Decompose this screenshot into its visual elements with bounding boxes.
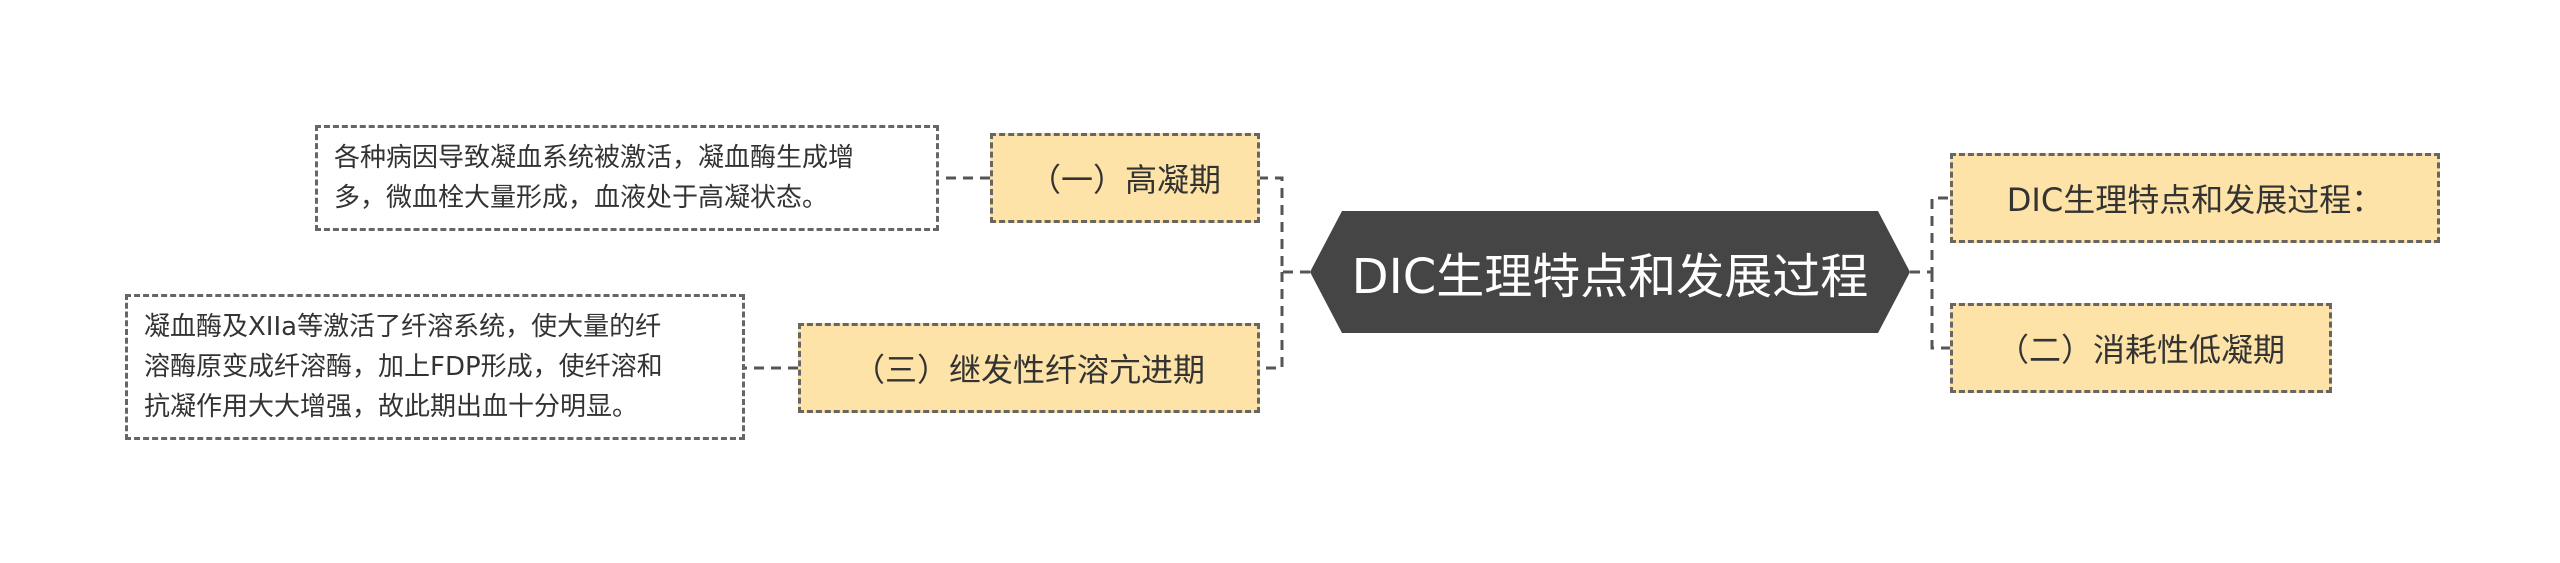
branch-consumptive-hypocoagulable-stage[interactable]: （二）消耗性低凝期 (1950, 303, 2332, 393)
connector-central-cons (1930, 272, 1950, 350)
connector-central-high (1260, 176, 1310, 274)
branch-secondary-fibrinolysis-stage[interactable]: （三）继发性纤溶亢进期 (798, 323, 1260, 413)
note-text: 凝血酶及XIIa等激活了纤溶系统，使大量的纤 溶酶原变成纤溶酶，加上FDP形成，… (144, 307, 663, 427)
note-text: 各种病因导致凝血系统被激活，凝血酶生成增 多，微血栓大量形成，血液处于高凝状态。 (334, 138, 854, 218)
central-topic-label: DIC生理特点和发展过程 (1351, 249, 1869, 305)
branch-label: DIC生理特点和发展过程： (2006, 181, 2384, 219)
note-hypercoagulable-stage[interactable]: 各种病因导致凝血系统被激活，凝血酶生成增 多，微血栓大量形成，血液处于高凝状态。 (315, 125, 939, 231)
connector-central-dic (1910, 196, 1950, 274)
note-line: 凝血酶及XIIa等激活了纤溶系统，使大量的纤 (144, 312, 662, 342)
branch-dic-characteristics[interactable]: DIC生理特点和发展过程： (1950, 153, 2440, 243)
note-secondary-fibrinolysis-stage[interactable]: 凝血酶及XIIa等激活了纤溶系统，使大量的纤 溶酶原变成纤溶酶，加上FDP形成，… (125, 294, 745, 440)
branch-label: （三）继发性纤溶亢进期 (852, 351, 1205, 389)
branch-label: （一）高凝期 (1028, 161, 1221, 199)
note-line: 多，微血栓大量形成，血液处于高凝状态。 (334, 183, 829, 213)
central-topic[interactable]: DIC生理特点和发展过程 (1310, 211, 1910, 333)
branch-hypercoagulable-stage[interactable]: （一）高凝期 (990, 133, 1260, 223)
note-line: 各种病因导致凝血系统被激活，凝血酶生成增 (334, 143, 855, 173)
connector-central-fib (1260, 272, 1284, 370)
branch-label: （二）消耗性低凝期 (1996, 331, 2285, 369)
note-line: 溶酶原变成纤溶酶，加上FDP形成，使纤溶和 (144, 352, 663, 382)
note-line: 抗凝作用大大增强，故此期出血十分明显。 (144, 392, 639, 422)
